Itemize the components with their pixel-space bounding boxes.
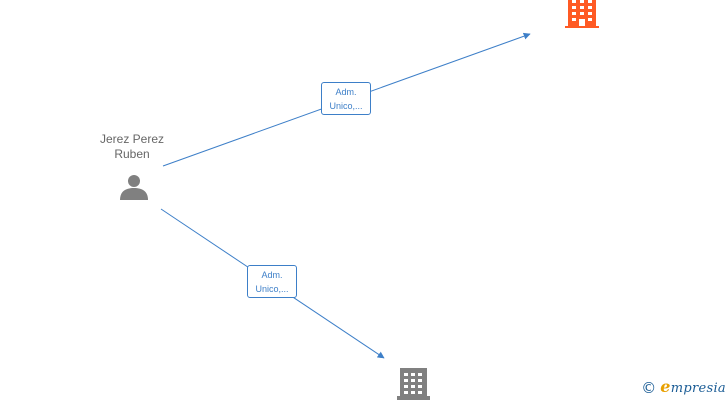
relation-label-line2: Unico,... [255, 284, 289, 294]
person-name-line1: Jerez Perez [99, 132, 165, 146]
building-icon[interactable] [397, 368, 430, 400]
copyright-icon: © [641, 379, 657, 397]
relation-label[interactable]: Adm. Unico,... [321, 82, 371, 115]
person-name[interactable]: Jerez Perez Ruben [82, 132, 182, 162]
brand-logo: empresia [660, 378, 726, 398]
building-icon[interactable] [565, 0, 599, 28]
person-icon[interactable] [120, 175, 148, 200]
relation-label-line2: Unico,... [329, 101, 363, 111]
person-name-line2: Ruben [114, 147, 150, 161]
brand-logo-text: mpresia [670, 381, 726, 396]
brand-watermark: © empresia [641, 378, 726, 398]
relation-label-line1: Adm. [261, 270, 283, 280]
relation-label[interactable]: Adm. Unico,... [247, 265, 297, 298]
relation-label-line1: Adm. [335, 87, 357, 97]
brand-logo-initial: e [660, 377, 671, 396]
